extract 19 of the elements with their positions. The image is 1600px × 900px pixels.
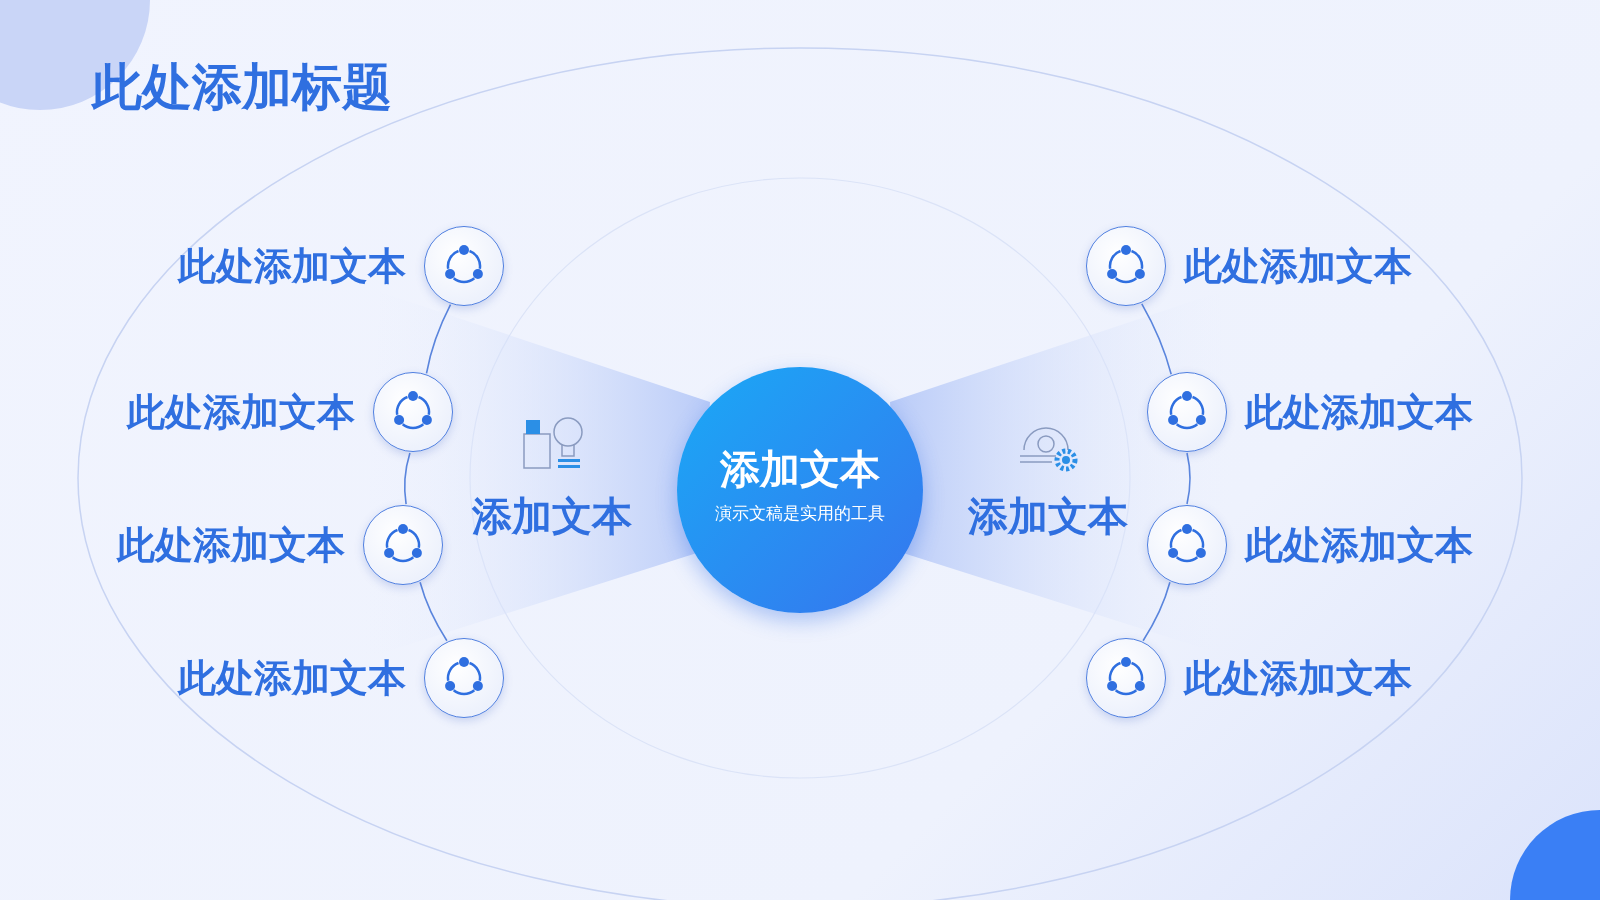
item-label: 此处添加文本 xyxy=(127,393,355,431)
title: 此处添加标题 xyxy=(92,60,392,115)
item-label: 此处添加文本 xyxy=(178,247,406,285)
item-label: 此处添加文本 xyxy=(1245,393,1473,431)
item-label: 此处添加文本 xyxy=(1184,247,1412,285)
connector-line xyxy=(419,581,448,642)
item-label: 此处添加文本 xyxy=(1184,659,1412,697)
side-label: 添加文本 xyxy=(471,496,633,536)
side-label: 添加文本 xyxy=(967,496,1129,536)
center-heading: 添加文本 xyxy=(719,449,881,489)
connector-line xyxy=(1142,581,1171,642)
connector-line xyxy=(1186,452,1191,505)
center-subtitle: 演示文稿是实用的工具 xyxy=(714,505,886,522)
item-label: 此处添加文本 xyxy=(1245,526,1473,564)
connector-line xyxy=(403,452,411,505)
item-label: 此处添加文本 xyxy=(117,526,345,564)
connector-line xyxy=(425,303,452,375)
connector-line xyxy=(1141,303,1172,375)
item-label: 此处添加文本 xyxy=(178,659,406,697)
